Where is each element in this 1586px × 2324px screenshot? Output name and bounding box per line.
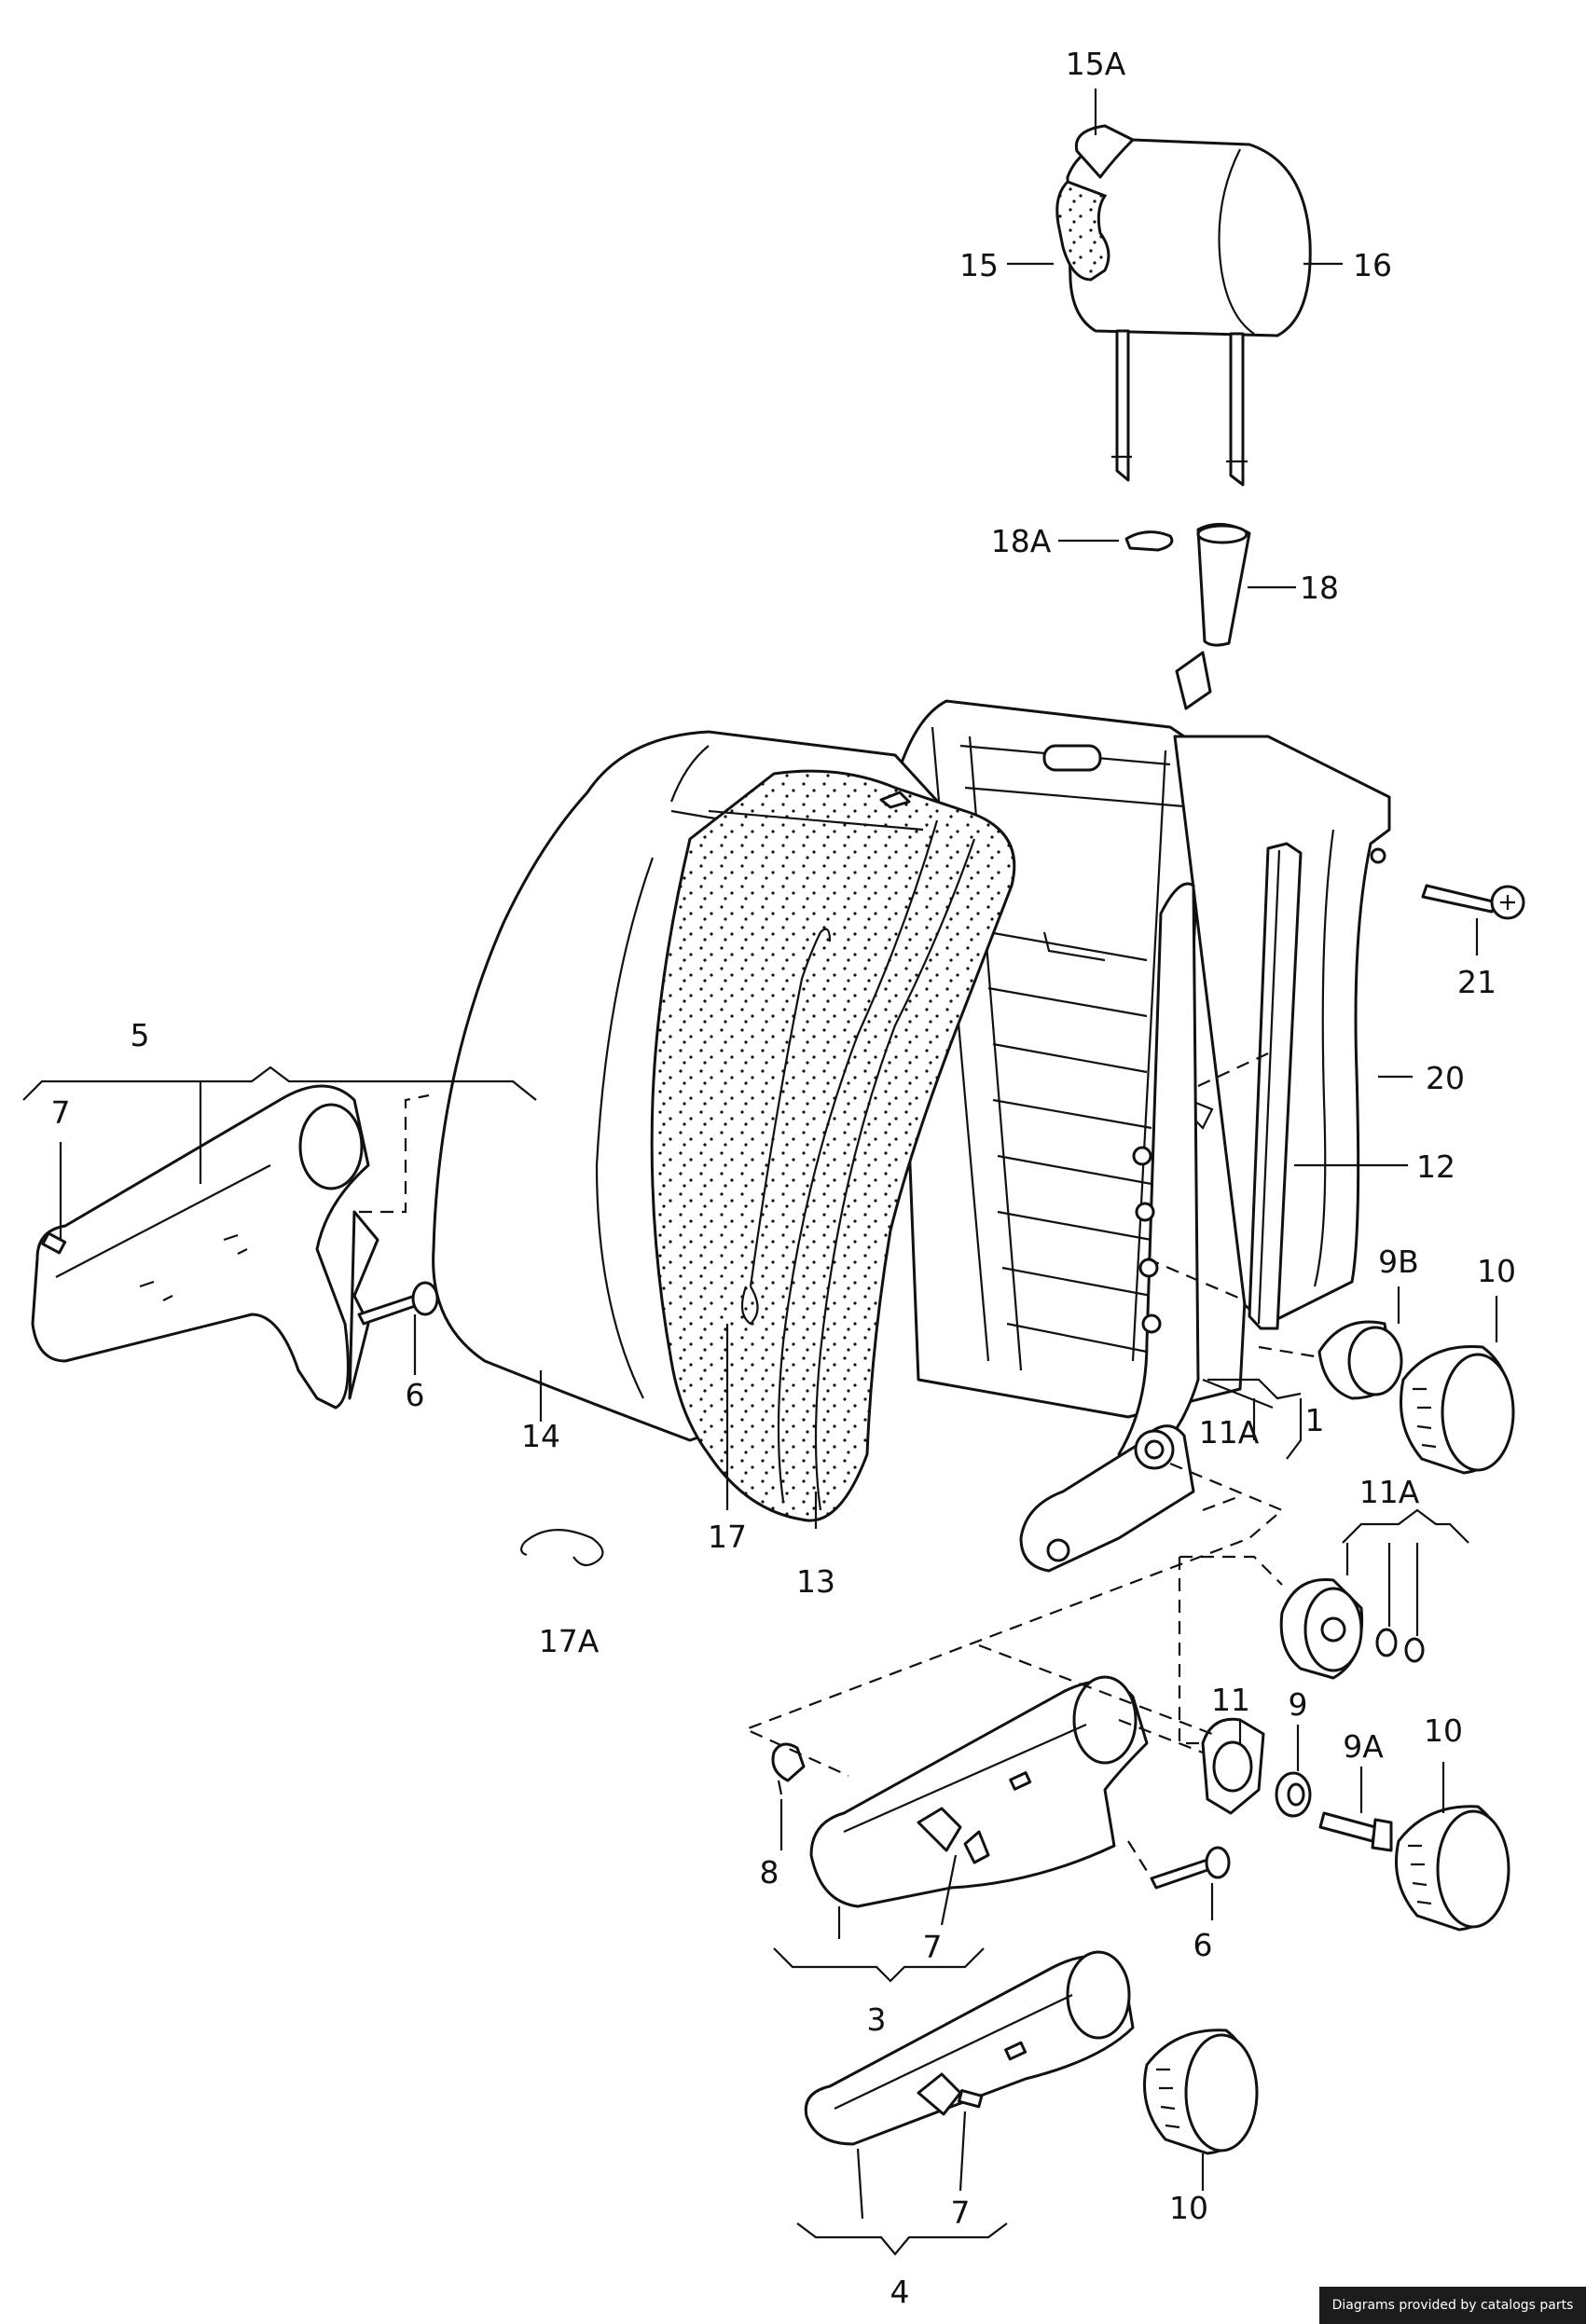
clip-8	[771, 1742, 806, 1795]
label-20: 20	[1426, 1060, 1465, 1096]
screw-6-left	[357, 1281, 439, 1326]
label-7-left: 7	[51, 1094, 71, 1131]
adjust-knob-10-middle	[1395, 1805, 1510, 1932]
label-3: 3	[867, 2001, 887, 2038]
label-11A-lower: 11A	[1359, 1474, 1420, 1510]
drive-gear-11	[1201, 1717, 1265, 1815]
label-6-left: 6	[406, 1377, 425, 1413]
screw-6-middle	[1150, 1846, 1231, 1890]
label-12: 12	[1416, 1148, 1455, 1185]
label-18: 18	[1300, 570, 1339, 606]
label-7-middle: 7	[923, 1929, 943, 1965]
label-15: 15	[959, 247, 999, 283]
adjust-knob-10-lower	[1143, 2028, 1259, 2155]
label-10-lower: 10	[1169, 2190, 1208, 2226]
label-5: 5	[131, 1017, 150, 1053]
label-13: 13	[796, 1563, 835, 1600]
label-17A: 17A	[539, 1623, 600, 1659]
adjust-knob-10-upper	[1400, 1344, 1515, 1475]
side-cover-3	[809, 1675, 1149, 1908]
bolt-9A	[1318, 1811, 1393, 1852]
bushing-9B	[1317, 1320, 1403, 1400]
backrest-padding	[650, 769, 1016, 1522]
label-9: 9	[1289, 1686, 1308, 1723]
leader-lines	[22, 89, 1498, 2256]
label-7-lower: 7	[951, 2194, 971, 2231]
clip-17A	[520, 1529, 604, 1567]
knob-assembly-11A	[1279, 1577, 1425, 1680]
recliner-mechanism	[1019, 882, 1200, 1573]
label-10-upper: 10	[1477, 1253, 1516, 1289]
trim-strip	[1248, 842, 1303, 1330]
label-17: 17	[708, 1519, 747, 1555]
label-16: 16	[1353, 247, 1392, 283]
label-11: 11	[1211, 1682, 1250, 1718]
label-9A: 9A	[1343, 1728, 1384, 1765]
screw-21	[1421, 884, 1525, 920]
headrest-guide-sleeve	[1124, 522, 1251, 710]
side-cover-5	[31, 1084, 379, 1410]
label-8: 8	[760, 1854, 779, 1891]
label-15A: 15A	[1066, 46, 1126, 82]
side-cover-4	[804, 1950, 1135, 2146]
bushing-9	[1275, 1771, 1312, 1818]
label-18A: 18A	[991, 523, 1052, 559]
credit-text: Diagrams provided by catalogs parts	[1331, 2298, 1574, 2313]
label-1: 1	[1305, 1402, 1325, 1438]
label-11A-upper: 11A	[1199, 1414, 1260, 1451]
label-9B: 9B	[1378, 1244, 1419, 1280]
part-labels: 15A 15 16 18A 18 21 20 12 9B 10 5 7 6 14…	[51, 46, 1517, 2310]
label-14: 14	[521, 1418, 560, 1454]
credit-banner: Diagrams provided by catalogs parts	[1319, 2287, 1586, 2324]
label-10-middle: 10	[1424, 1712, 1463, 1749]
assembly-lines	[359, 1052, 1316, 1879]
headrest	[1055, 124, 1312, 487]
label-4: 4	[890, 2274, 910, 2310]
label-6-middle: 6	[1193, 1927, 1213, 1963]
label-21: 21	[1457, 964, 1496, 1000]
